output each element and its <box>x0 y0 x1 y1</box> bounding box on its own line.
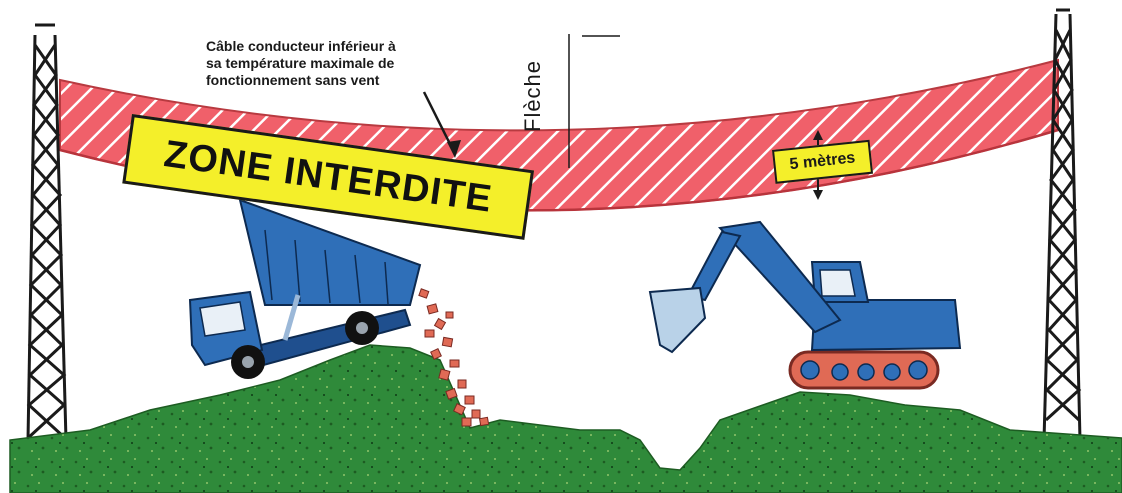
arrow-icon <box>422 91 461 158</box>
cable-note: Câble conducteur inférieur à sa températ… <box>206 38 466 89</box>
falling-rocks <box>418 288 490 427</box>
ground <box>9 344 1122 493</box>
cable-note-line3: fonctionnement sans vent <box>206 72 380 88</box>
cable-note-line1: Câble conducteur inférieur à <box>206 38 396 54</box>
cable-note-line2: sa température maximale de <box>206 55 395 71</box>
right-pylon-icon <box>1042 8 1082 441</box>
excavator-icon <box>648 220 962 390</box>
left-pylon-icon <box>26 23 68 441</box>
dump-truck-icon <box>188 198 422 379</box>
sag-label: Flèche <box>520 59 545 132</box>
